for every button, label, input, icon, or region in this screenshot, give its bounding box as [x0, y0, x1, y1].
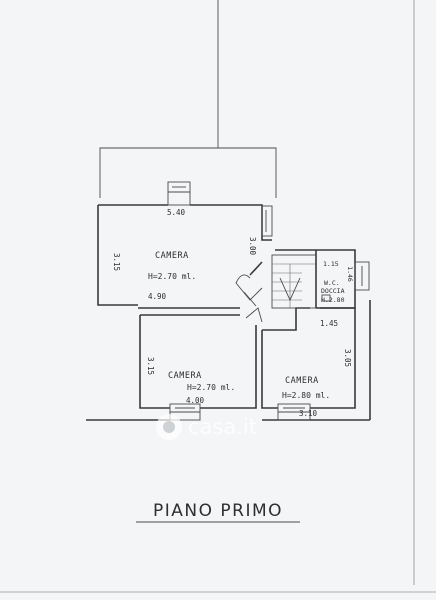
dim-room3-top: 1.45 [320, 319, 338, 328]
dim-bath-top: 1.15 [323, 260, 339, 268]
room1-name: CAMERA [155, 251, 189, 261]
dim-room1-right: 3.00 [248, 237, 257, 256]
dim-room1-left: 3.15 [112, 253, 121, 271]
bathroom-name-line2: DOCCIA [321, 287, 345, 295]
window-bottom-3 [277, 403, 311, 421]
dim-room3-bottom: 3.10 [299, 409, 318, 418]
dim-bath-right: 1.46 [346, 266, 354, 282]
dim-room1-bottom: 4.90 [148, 292, 167, 301]
doors [235, 274, 263, 323]
dim-room2-left: 3.15 [146, 357, 155, 375]
watermark-text: casa.it [188, 415, 257, 439]
room3-height: H=2.80 ml. [282, 391, 330, 400]
room-camera-2 [86, 314, 257, 421]
room3-name: CAMERA [285, 376, 319, 386]
room2-name: CAMERA [168, 371, 202, 381]
room-camera-3 [261, 300, 371, 421]
bathroom-name-line1: W.C. [324, 279, 340, 287]
room2-height: H=2.70 ml. [187, 383, 235, 392]
bathroom [275, 249, 370, 309]
dim-room1-top: 5.40 [167, 208, 186, 217]
upper-outline [99, 0, 277, 198]
plan-title: PIANO PRIMO [153, 501, 283, 521]
room1-height: H=2.70 ml. [148, 272, 196, 281]
window-right [261, 205, 273, 237]
staircase [271, 254, 317, 309]
bathroom-height: H.2.80 [321, 296, 345, 304]
dim-room2-bottom: 4.00 [186, 396, 205, 405]
dim-room3-right: 3.05 [343, 349, 352, 367]
watermark: casa.it [156, 414, 257, 440]
window-top [167, 181, 191, 206]
